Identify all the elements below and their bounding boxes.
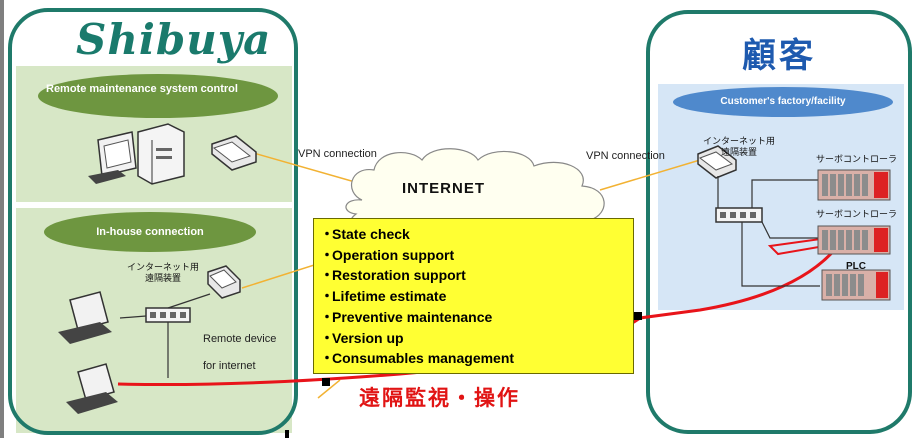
plc-label: PLC (846, 261, 866, 272)
facility-title: Customer's factory/facility (720, 96, 846, 107)
servo-controller-icon (817, 225, 891, 255)
service-item: ・Restoration support (320, 265, 633, 286)
right-panel-border (646, 10, 912, 434)
service-bullet: ・ (320, 267, 334, 284)
service-bullet: ・ (320, 308, 334, 325)
vpn-line-right (599, 159, 701, 191)
servo-controller-label-2: サーボコントローラ (816, 210, 898, 220)
service-item: ・Version up (320, 328, 633, 349)
laptop-icon (66, 363, 118, 414)
left-router-label: インターネット用 遠隔装置 (126, 263, 199, 284)
inhouse-group-title: In-house connection (96, 226, 204, 238)
vpn-connection-left-label: VPN connection (298, 148, 377, 160)
service-item-label: Restoration support (332, 267, 466, 284)
remote-group-title: Remote maintenance system control (46, 83, 238, 95)
right-router-label: インターネット用 遠隔装置 (702, 137, 775, 158)
desktop-pc-icon (88, 123, 185, 185)
service-bullet: ・ (320, 329, 334, 346)
service-item-label: Lifetime estimate (332, 288, 447, 305)
left-panel-border (8, 8, 298, 435)
vpn-line-bottom (317, 379, 341, 399)
service-bullet: ・ (320, 288, 334, 305)
laptop-icon (58, 291, 112, 344)
servo-controller-icon (817, 169, 891, 201)
service-item: ・Preventive maintenance (320, 307, 633, 328)
marker-square (322, 378, 330, 386)
servo-controller-label-1: サーボコントローラ (816, 155, 898, 165)
router-icon (697, 145, 737, 179)
marker-square (634, 312, 642, 320)
logo-text: Shibuya (76, 15, 272, 64)
internet-label: INTERNET (402, 180, 485, 197)
service-item: ・Lifetime estimate (320, 286, 633, 307)
router-icon (207, 265, 241, 299)
service-bullet: ・ (320, 350, 334, 367)
service-bullet: ・ (320, 226, 334, 242)
service-item-label: State check (332, 226, 410, 242)
service-bullet: ・ (320, 246, 334, 263)
plc-icon (821, 269, 891, 301)
service-item-label: Consumables management (332, 350, 515, 367)
router-icon (211, 135, 257, 171)
remote-device-label: Remote device (203, 333, 277, 345)
vpn-line-left (249, 151, 356, 183)
switch-hub-icon (715, 207, 763, 223)
service-item-label: Version up (332, 329, 404, 346)
shibuya-logo: Shibuya (76, 14, 270, 66)
facility-pill (673, 87, 893, 117)
service-list: ・State check・Operation support・Restorati… (320, 224, 633, 369)
customer-title: 顧客 (742, 36, 816, 76)
service-item: ・Consumables management (320, 348, 633, 369)
service-item: ・Operation support (320, 245, 633, 266)
switch-hub-icon (145, 307, 191, 323)
service-item: ・State check (320, 224, 633, 245)
vpn-connection-right-label: VPN connection (586, 150, 665, 162)
service-item-label: Preventive maintenance (332, 308, 493, 325)
service-list-box: ・State check・Operation support・Restorati… (313, 218, 634, 374)
service-item-label: Operation support (332, 246, 455, 263)
left-edge-bar (0, 0, 4, 438)
remote-group-pill (38, 74, 278, 118)
for-internet-label: for internet (203, 360, 256, 372)
inhouse-group-pill (44, 212, 256, 252)
remote-monitoring-caption: 遠隔監視・操作 (359, 386, 520, 410)
marker-square (285, 430, 289, 438)
